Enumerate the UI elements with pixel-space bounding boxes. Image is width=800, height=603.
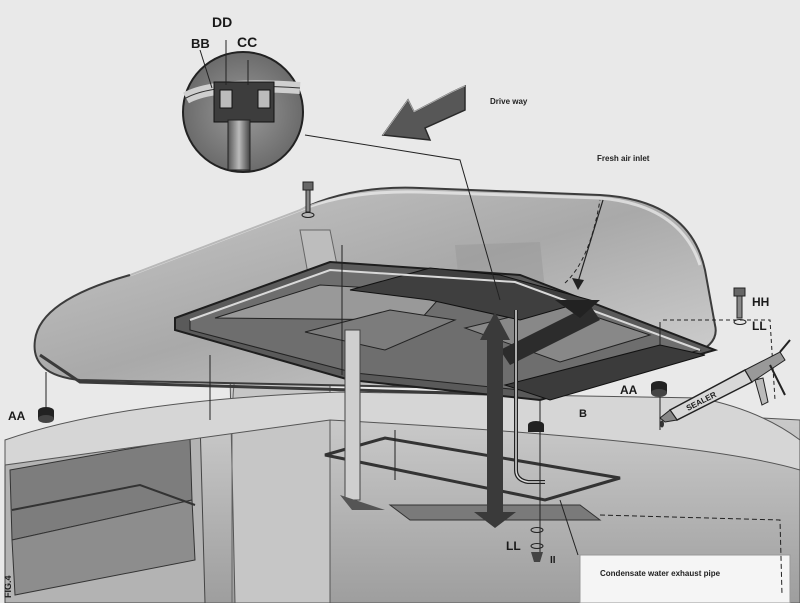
condensate-pipe [514, 310, 545, 484]
drive-way-arrow [381, 84, 466, 141]
figure-label: FIG.4 [3, 575, 13, 598]
washer-ll-bottom [530, 527, 544, 562]
note-drive-way: Drive way [490, 97, 528, 106]
label-ii: II [550, 555, 556, 566]
label-aa-left: AA [8, 409, 26, 423]
note-condensate-pipe: Condensate water exhaust pipe [600, 569, 721, 578]
detail-circle [182, 40, 304, 173]
vehicle-body [4, 369, 800, 603]
isolator-aa-right [651, 381, 667, 397]
label-aa-right: AA [620, 383, 638, 397]
airflow-column [340, 312, 516, 528]
label-ll-bottom: LL [506, 539, 521, 553]
isolator-aa-left [38, 407, 54, 423]
label-b: B [579, 408, 587, 420]
callout-notes: Drive way Fresh air inlet Condensate wat… [490, 97, 721, 578]
label-dd: DD [212, 14, 232, 30]
label-bb: BB [191, 36, 210, 51]
note-fresh-air-inlet: Fresh air inlet [597, 154, 650, 163]
label-cc: CC [237, 34, 257, 50]
bolt-hh [733, 287, 747, 325]
ac-unit-shell [33, 186, 719, 402]
label-hh: HH [752, 295, 769, 309]
part-labels: DD BB CC HH LL AA AA B LL II [8, 14, 769, 566]
isolator-pad-center [528, 421, 544, 432]
bolt-top [301, 181, 315, 218]
label-ll-right: LL [752, 319, 767, 333]
fresh-air-arrow [572, 199, 604, 290]
